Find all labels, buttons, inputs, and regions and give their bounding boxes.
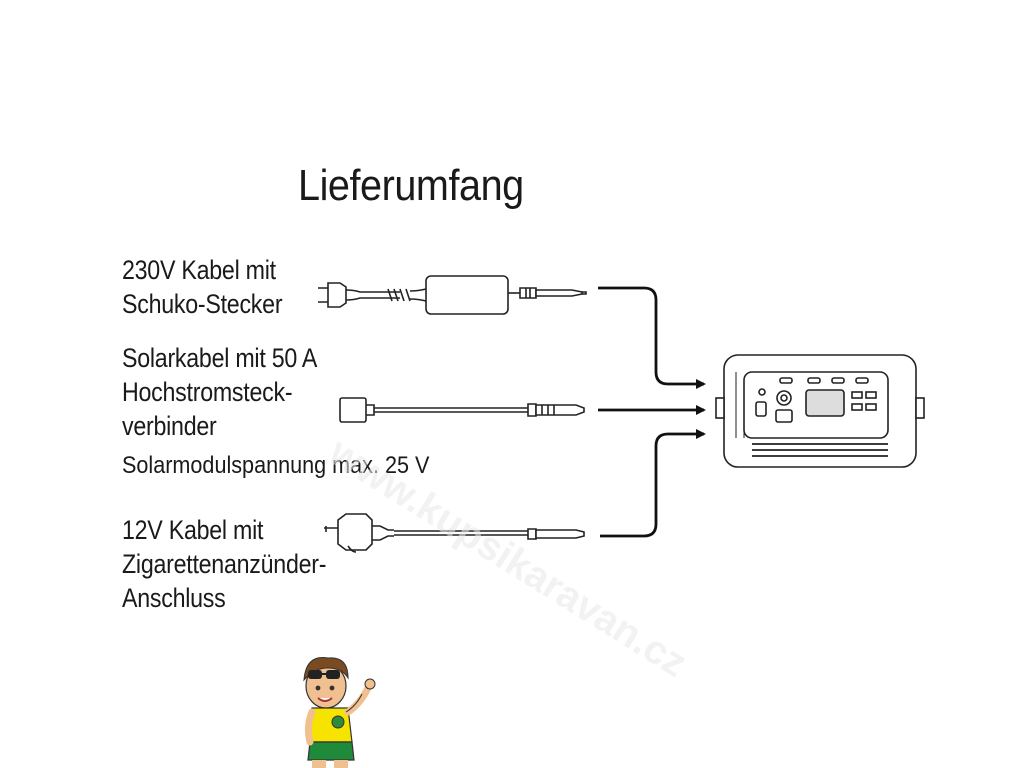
12v-cable-illustration [324, 513, 585, 553]
power-station-illustration [715, 354, 925, 468]
label-line: Solarkabel mit 50 A [122, 343, 318, 373]
ac-cable-illustration [318, 275, 587, 315]
arrow-ac [598, 286, 706, 389]
item-ac-cable-label: 230V Kabel mit Schuko-Stecker [122, 253, 283, 321]
item-solar-cable-label: Solarkabel mit 50 A Hochstromsteck- verb… [122, 341, 317, 443]
label-line: Hochstromsteck- [122, 377, 293, 407]
label-line: Anschluss [122, 583, 226, 613]
label-line: Schuko-Stecker [122, 289, 283, 319]
arrow-12v [600, 429, 706, 538]
page-title: Lieferumfang [298, 161, 524, 210]
solar-cable-illustration [339, 397, 585, 423]
label-line: Zigarettenanzünder- [122, 549, 327, 579]
label-line: 12V Kabel mit [122, 515, 264, 545]
label-line: 230V Kabel mit [122, 255, 276, 285]
solar-voltage-note: Solarmodulspannung max. 25 V [122, 452, 430, 479]
label-line: verbinder [122, 411, 217, 441]
connection-arrows [598, 286, 706, 538]
boy-mascot-logo [303, 656, 376, 768]
item-12v-cable-label: 12V Kabel mit Zigarettenanzünder- Anschl… [122, 513, 326, 615]
